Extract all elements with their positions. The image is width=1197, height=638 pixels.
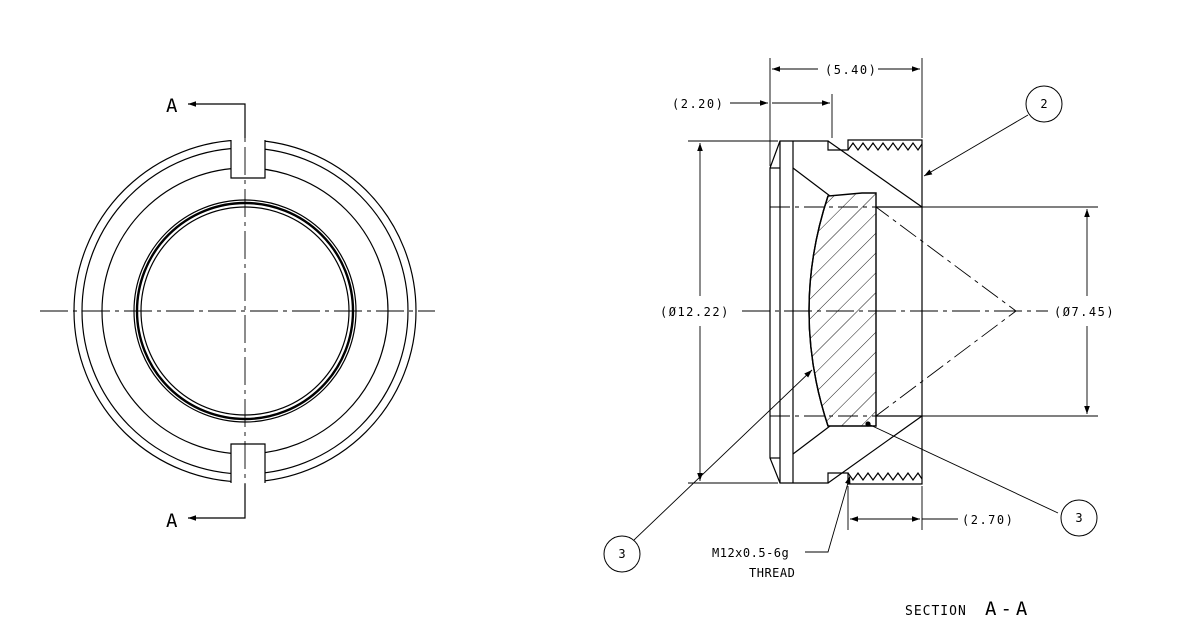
balloon-3-right-label: 3 — [1075, 511, 1082, 525]
section-label-bottom: A — [166, 510, 178, 532]
thread-profile-top — [847, 141, 923, 152]
thread-note-line1: M12x0.5-6g — [712, 546, 789, 560]
inner-chamfer-bottom — [827, 415, 923, 484]
balloon-3-right — [1060, 499, 1098, 537]
leader-balloon-3-right — [867, 423, 1059, 514]
balloon-2-label: 2 — [1040, 97, 1047, 111]
front-view — [40, 101, 435, 521]
balloon-2 — [1025, 85, 1063, 123]
section-view — [603, 58, 1098, 573]
optical-ray-bottom — [770, 310, 1017, 417]
thread-note-leader — [805, 475, 851, 553]
leader-balloon-2 — [923, 114, 1029, 177]
thread-note-line2: THREAD — [749, 566, 795, 580]
balloon-3-left — [603, 535, 641, 573]
top-notch — [230, 139, 266, 179]
balloon-3-left-label: 3 — [618, 547, 625, 561]
section-title-prefix: SECTION — [905, 604, 967, 619]
thread-profile-bottom — [847, 471, 923, 482]
section-label-top: A — [166, 95, 178, 117]
section-cut-line-top — [188, 101, 246, 138]
optical-ray-top — [770, 206, 1017, 312]
section-cut-line-bottom — [188, 484, 246, 521]
dim-text-outer-diameter: (Ø12.22) — [660, 305, 730, 319]
bottom-notch — [230, 443, 266, 483]
cone-line-bottom — [792, 425, 831, 455]
dim-text-overall-length: (5.40) — [825, 63, 877, 77]
dim-text-flange-length: (2.20) — [672, 97, 724, 111]
cone-line-top — [792, 167, 831, 197]
dim-text-thread-length: (2.70) — [962, 513, 1014, 527]
inner-chamfer-top — [827, 140, 923, 208]
section-title-name: A-A — [985, 598, 1031, 620]
leader-balloon-3-left — [633, 369, 813, 541]
leader-dot — [865, 421, 871, 427]
dim-text-lens-diameter: (Ø7.45) — [1054, 305, 1115, 319]
body-outline — [769, 139, 923, 485]
